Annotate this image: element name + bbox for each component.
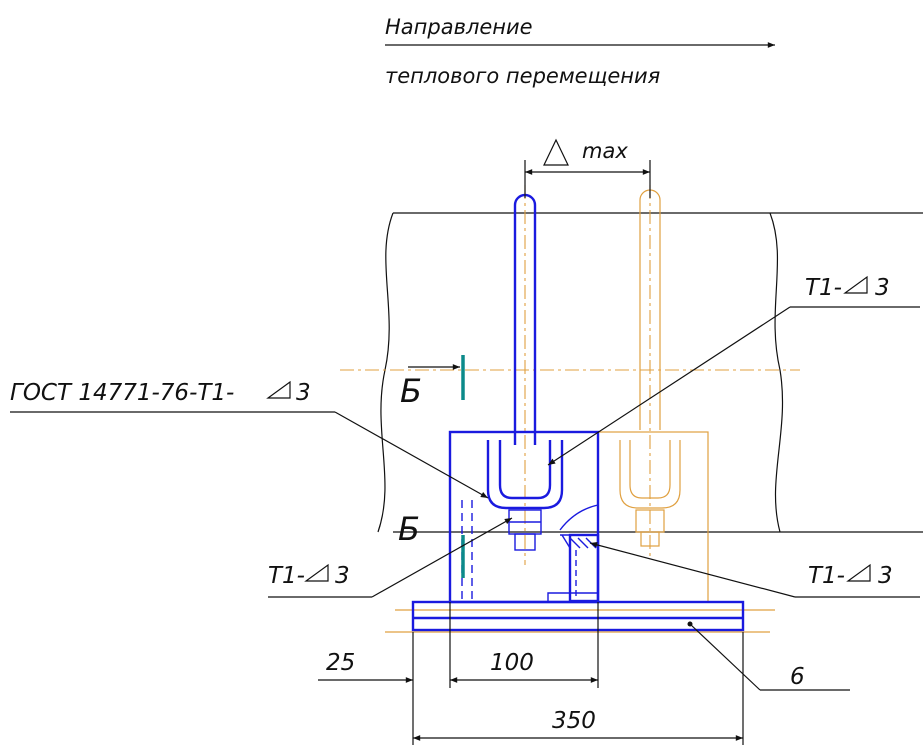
dim-25-label: 25: [326, 650, 355, 676]
callout-t1-upper-right: Т1- 3: [547, 275, 920, 466]
delta-max-label: max: [582, 139, 628, 163]
clamp-fork: [486, 440, 564, 510]
dim-100-label: 100: [490, 650, 534, 676]
t1-left-label: Т1-: [268, 563, 305, 589]
base-plate: [411, 600, 745, 632]
t1-left-weld: 3: [335, 563, 350, 589]
part-6-label: 6: [790, 664, 805, 690]
pipe-support: [411, 185, 745, 632]
dimension-delta-max: max: [524, 138, 651, 198]
t1-upper-right-weld: 3: [875, 275, 890, 301]
t1-lower-right-weld: 3: [878, 563, 893, 589]
displaced-position: [385, 185, 775, 633]
gost-label: ГОСТ 14771-76-Т1-: [10, 380, 234, 406]
callout-t1-lower-right: Т1- 3: [589, 542, 920, 598]
callout-t1-left: Т1- 3: [268, 517, 513, 598]
callout-gost: ГОСТ 14771-76-Т1- 3: [10, 380, 489, 499]
t1-upper-right-label: Т1-: [805, 275, 842, 301]
section-label-bottom: Б: [398, 510, 420, 548]
dimension-chain: 25 100 350: [318, 602, 744, 745]
section-label-top: Б: [400, 372, 422, 410]
callout-part-6: 6: [687, 621, 850, 691]
direction-label-line2: теплового перемещения: [385, 64, 660, 88]
t1-lower-right-label: Т1-: [808, 563, 845, 589]
direction-label-line1: Направление: [385, 15, 533, 39]
dim-350-label: 350: [552, 708, 596, 734]
gost-weld-size: 3: [296, 380, 311, 406]
direction-annotation: Направление теплового перемещения: [385, 15, 775, 88]
section-marks: Б Б: [398, 355, 465, 578]
